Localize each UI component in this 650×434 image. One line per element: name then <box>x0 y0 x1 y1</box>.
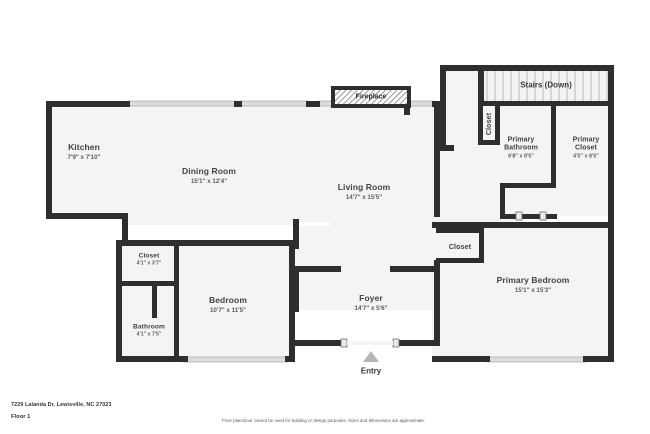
fireplace <box>331 86 411 108</box>
property-address: 7229 Lalanda Dr, Lewisville, NC 27023 <box>11 402 112 408</box>
entry-arrow-icon <box>363 351 379 362</box>
floor-fills <box>48 68 612 360</box>
fireplace-label: Fireplace <box>355 93 387 101</box>
entry-label: Entry <box>360 366 382 376</box>
floor-label: Floor 1 <box>11 414 31 420</box>
walls <box>46 65 614 362</box>
footer-bar: 7229 Lalanda Dr, Lewisville, NC 27023 Fl… <box>0 395 650 434</box>
stairs-label: Stairs (Down) <box>520 80 572 90</box>
floor-plan-drawing <box>46 65 614 363</box>
stairs-treads <box>486 70 608 103</box>
disclaimer-text: Floor plans/tour cannot be used for buil… <box>222 418 426 423</box>
